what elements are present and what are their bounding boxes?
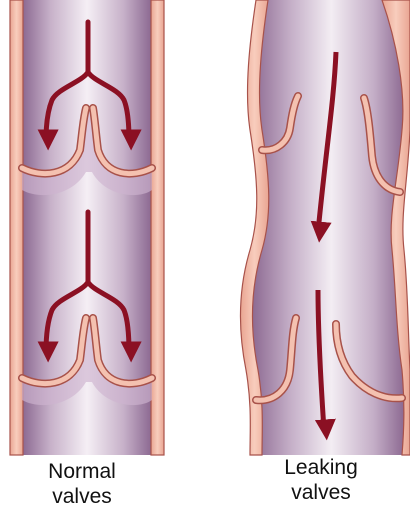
leaking-vein [240, 0, 410, 455]
leaking-vein-lumen [252, 0, 403, 455]
caption-normal-line1: Normal [22, 459, 142, 484]
caption-leaking-valves: Leaking valves [256, 455, 386, 505]
normal-vein-right-wall [151, 0, 164, 455]
caption-normal-line2: valves [22, 484, 142, 509]
caption-leaking-line2: valves [256, 480, 386, 505]
caption-leaking-line1: Leaking [256, 455, 386, 480]
caption-normal-valves: Normal valves [22, 459, 142, 509]
normal-vein [10, 0, 164, 455]
normal-vein-left-wall [10, 0, 23, 455]
